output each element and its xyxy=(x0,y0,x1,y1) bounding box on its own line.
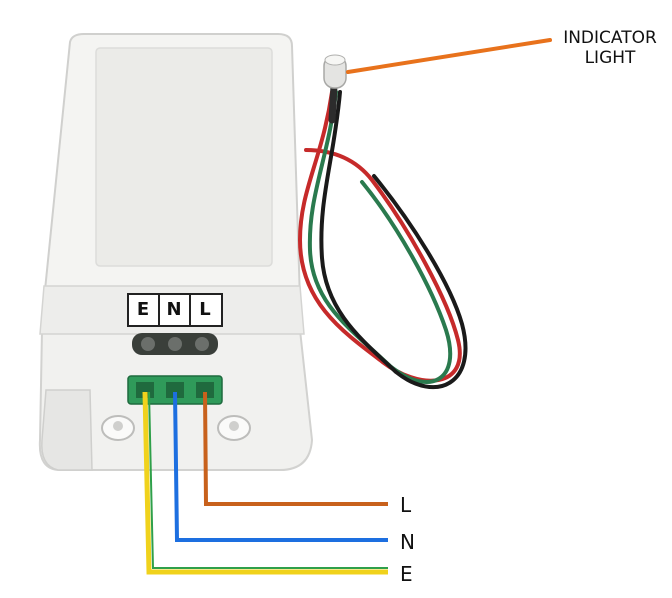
live-label: L xyxy=(400,493,412,517)
terminal-label-box xyxy=(127,293,223,327)
live-wire xyxy=(203,391,388,506)
indicator-label-line2: LIGHT xyxy=(584,48,636,68)
indicator-led xyxy=(323,54,347,89)
front-panel xyxy=(95,47,273,267)
earth-wire xyxy=(142,391,388,575)
wiring-lines xyxy=(142,391,388,575)
indicator-light-label: INDICATOR LIGHT xyxy=(548,28,672,68)
terminal-label-l: L xyxy=(199,299,211,320)
device-photo xyxy=(38,33,314,471)
indicator-cable xyxy=(297,82,468,390)
indicator-leader-line xyxy=(346,38,552,74)
earth-label: E xyxy=(400,562,413,586)
neutral-wire xyxy=(173,391,388,542)
device-base-ear xyxy=(41,389,93,471)
terminal-label-e: E xyxy=(136,299,150,320)
indicator-label-line1: INDICATOR xyxy=(563,28,657,48)
terminal-label-n: N xyxy=(166,299,182,320)
neutral-label: N xyxy=(400,530,415,554)
